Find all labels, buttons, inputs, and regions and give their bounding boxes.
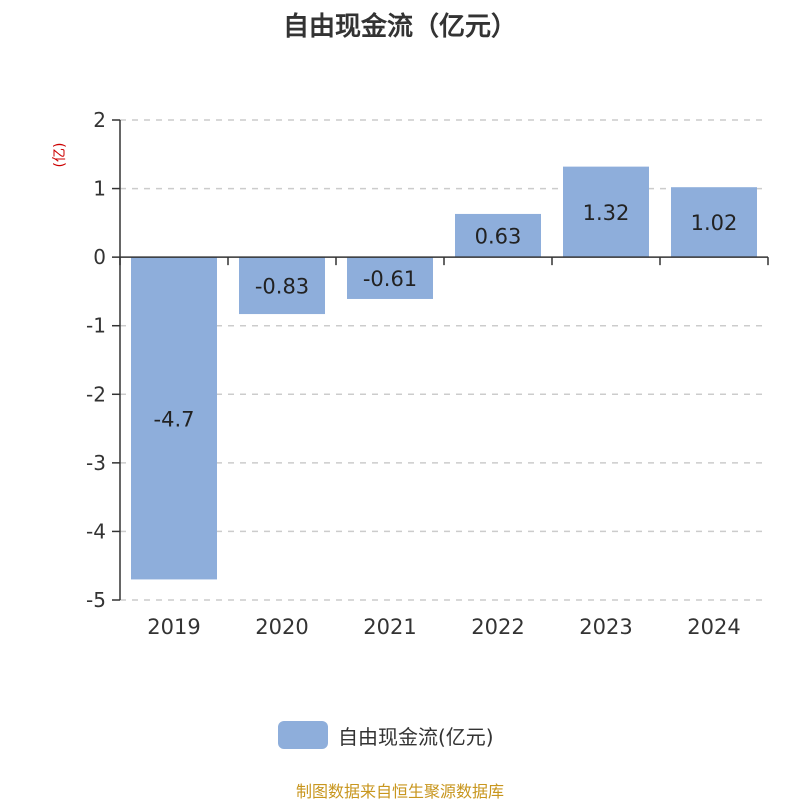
- bar: [239, 257, 325, 315]
- legend-swatch: [278, 721, 328, 749]
- data-label: -0.83: [255, 275, 309, 299]
- y-tick-label: 1: [93, 177, 106, 201]
- legend[interactable]: 自由现金流(亿元): [278, 720, 494, 750]
- y-tick-label: -5: [86, 588, 106, 612]
- x-tick-label: 2020: [255, 615, 308, 639]
- y-tick-label: -3: [86, 451, 106, 475]
- bar: [455, 213, 541, 258]
- y-tick-label: 2: [93, 108, 106, 132]
- x-tick-label: 2023: [579, 615, 632, 639]
- y-tick-label: -4: [86, 519, 106, 543]
- data-label: -0.61: [363, 267, 417, 291]
- bar: [671, 187, 757, 258]
- bar: [347, 257, 433, 299]
- x-tick-label: 2024: [687, 615, 740, 639]
- y-tick-label: 0: [93, 245, 106, 269]
- data-label: -4.7: [154, 407, 195, 431]
- data-label: 1.32: [583, 201, 630, 225]
- data-label: 0.63: [475, 225, 522, 249]
- legend-label: 自由现金流(亿元): [338, 724, 494, 749]
- y-tick-label: -2: [86, 382, 106, 406]
- bar: [563, 166, 649, 258]
- data-label: 1.02: [691, 211, 738, 235]
- x-tick-label: 2019: [147, 615, 200, 639]
- bar: [131, 257, 217, 580]
- y-axis-unit: (亿): [52, 143, 68, 168]
- chart-title: 自由现金流（亿元）: [282, 12, 517, 42]
- x-tick-label: 2022: [471, 615, 524, 639]
- source-note: 制图数据来自恒生聚源数据库: [295, 782, 504, 801]
- y-tick-label: -1: [86, 314, 106, 338]
- x-tick-label: 2021: [363, 615, 416, 639]
